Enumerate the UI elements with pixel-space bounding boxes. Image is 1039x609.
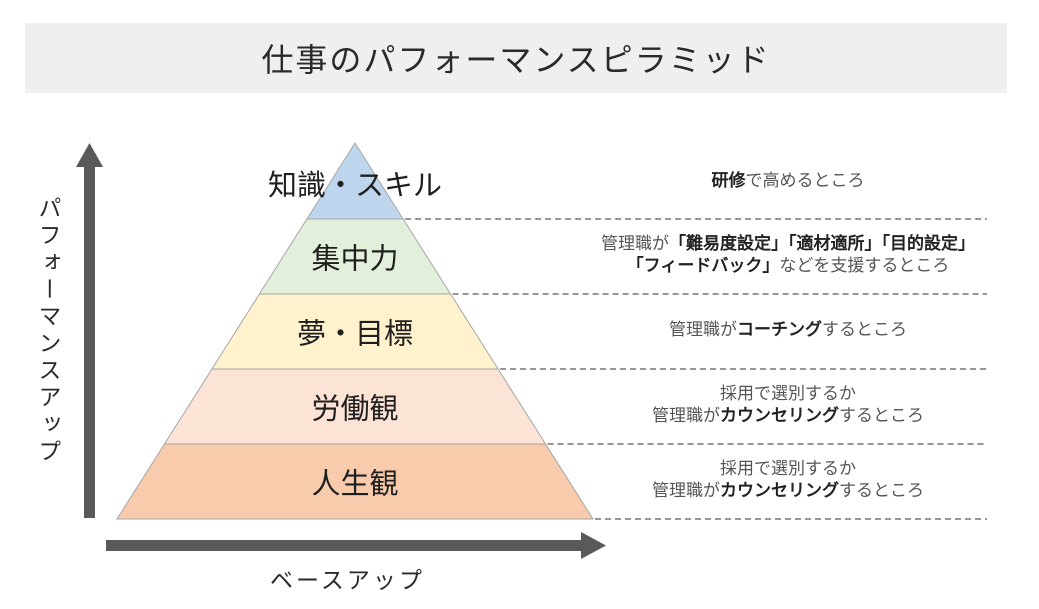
y-axis-arrow-shaft (84, 166, 95, 518)
note-dream-goal: 管理職がコーチングするところ (669, 319, 907, 341)
note-emphasis: カウンセリング (720, 480, 839, 501)
note-line: 採用で選別するか (652, 383, 924, 405)
note-emphasis: 研修 (711, 171, 746, 191)
note-text: するところ (822, 319, 907, 340)
note-text: 管理職が (652, 405, 720, 426)
note-line: 「フィードバック」などを支援するところ (601, 255, 975, 277)
x-axis-label: ベースアップ (270, 568, 425, 594)
y-axis-arrow-head (76, 143, 103, 167)
note-emphasis: 「難易度設定」「適材適所」「目的設定」 (669, 233, 975, 254)
note-text: するところ (839, 480, 924, 501)
note-life-view: 採用で選別するか管理職がカウンセリングするところ (652, 458, 924, 502)
note-emphasis: コーチング (737, 319, 822, 340)
note-line: 管理職がカウンセリングするところ (652, 405, 924, 427)
note-work-view: 採用で選別するか管理職がカウンセリングするところ (652, 383, 924, 427)
note-line: 管理職がカウンセリングするところ (652, 480, 924, 502)
level-label-dream-goal: 夢・目標 (297, 317, 413, 351)
level-label-concentration: 集中力 (311, 242, 398, 276)
note-knowledge-skill: 研修で高めるところ (712, 170, 865, 192)
title-bar: 仕事のパフォーマンスピラミッド (25, 23, 1007, 93)
note-line: 研修で高めるところ (712, 170, 865, 192)
y-axis-label: パフォーマンスアップ (34, 196, 60, 466)
note-emphasis: カウンセリング (720, 405, 839, 426)
note-text: 採用で選別するか (720, 383, 856, 404)
level-label-life-view: 人生観 (311, 467, 398, 501)
note-concentration: 管理職が「難易度設定」「適材適所」「目的設定」「フィードバック」などを支援すると… (601, 233, 975, 277)
note-text: 採用で選別するか (720, 458, 856, 479)
note-text: 管理職が (601, 233, 669, 254)
x-axis-arrow-shaft (106, 540, 582, 551)
pyramid-level-life-view (116, 443, 594, 520)
note-line: 管理職が「難易度設定」「適材適所」「目的設定」 (601, 233, 975, 255)
note-line: 採用で選別するか (652, 458, 924, 480)
note-text: で高めるところ (745, 171, 865, 191)
level-label-knowledge-skill: 知識・スキル (268, 168, 442, 202)
note-text: するところ (839, 405, 924, 426)
level-label-work-view: 労働観 (311, 392, 398, 426)
note-line: 管理職がコーチングするところ (669, 319, 907, 341)
note-text: 管理職が (652, 480, 720, 501)
note-text: などを支援するところ (779, 255, 950, 276)
diagram-title: 仕事のパフォーマンスピラミッド (261, 41, 771, 79)
note-text: 管理職が (669, 319, 737, 340)
x-axis-arrow-head (581, 532, 606, 559)
note-emphasis: 「フィードバック」 (626, 255, 780, 276)
